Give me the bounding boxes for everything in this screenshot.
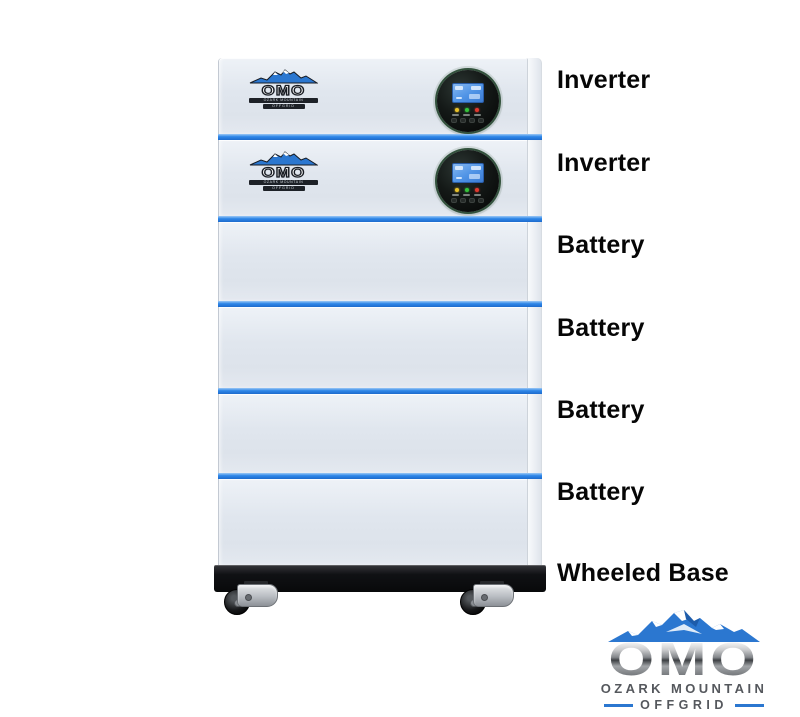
led-caption xyxy=(474,194,481,196)
battery-stack-unit: OMO OZARK MOUNTAIN OFFGRID xyxy=(218,58,542,565)
mountain-icon xyxy=(249,69,318,84)
battery-panel-2 xyxy=(219,307,527,388)
lcd-glyph xyxy=(456,97,462,99)
battery-panel-1 xyxy=(219,222,527,301)
label-battery-2: Battery xyxy=(557,314,645,342)
tagline-dash xyxy=(734,703,764,707)
inverter-display-panel xyxy=(437,70,499,132)
led-caption xyxy=(463,114,470,116)
blue-divider xyxy=(218,473,542,479)
caster-wheel xyxy=(460,581,518,627)
badge-tagline-2: OFFGRID xyxy=(262,104,305,109)
brand-name: OMO xyxy=(560,636,800,682)
label-battery-3: Battery xyxy=(557,396,645,424)
badge-brand-name: OMO xyxy=(261,82,306,98)
lcd-screen xyxy=(452,163,484,183)
omo-unit-badge: OMO OZARK MOUNTAIN OFFGRID xyxy=(249,151,318,192)
lcd-glyph xyxy=(456,177,462,179)
tagline-dash xyxy=(604,703,634,707)
unit-front-face: OMO OZARK MOUNTAIN OFFGRID xyxy=(218,58,528,565)
led-caption xyxy=(452,194,459,196)
mountain-icon xyxy=(586,610,782,644)
panel-button xyxy=(469,118,475,123)
yellow-led-icon xyxy=(455,188,459,192)
brand-tagline-1: OZARK MOUNTAIN xyxy=(600,681,768,696)
blue-divider xyxy=(218,134,542,140)
green-led-icon xyxy=(465,188,469,192)
unit-side-face xyxy=(528,58,542,565)
panel-button xyxy=(451,198,457,203)
brand-tagline-2: OFFGRID xyxy=(640,698,728,712)
red-led-icon xyxy=(475,188,479,192)
blue-divider xyxy=(218,216,542,222)
lcd-screen xyxy=(452,83,484,103)
panel-button xyxy=(469,198,475,203)
inverter-panel-1: OMO OZARK MOUNTAIN OFFGRID xyxy=(219,58,527,134)
lcd-glyph xyxy=(455,166,463,170)
red-led-icon xyxy=(475,108,479,112)
yellow-led-icon xyxy=(455,108,459,112)
battery-panel-3 xyxy=(219,394,527,473)
led-caption xyxy=(463,194,470,196)
omo-brand-logo: OMO OZARK MOUNTAIN OFFGRID xyxy=(586,610,782,712)
battery-panel-4 xyxy=(219,479,527,565)
label-battery-1: Battery xyxy=(557,231,645,259)
mountain-icon xyxy=(249,151,318,166)
lcd-glyph xyxy=(455,86,463,90)
lcd-glyph xyxy=(469,174,480,179)
blue-divider xyxy=(218,388,542,394)
badge-tagline-1: OZARK MOUNTAIN xyxy=(249,98,318,103)
led-caption xyxy=(452,114,459,116)
inverter-panel-2: OMO OZARK MOUNTAIN OFFGRID xyxy=(219,140,527,216)
blue-divider xyxy=(218,301,542,307)
badge-brand-name: OMO xyxy=(261,164,306,180)
label-inverter-1: Inverter xyxy=(557,66,651,94)
caster-bracket xyxy=(237,584,278,607)
panel-button xyxy=(460,118,466,123)
panel-button xyxy=(478,118,484,123)
panel-button xyxy=(460,198,466,203)
badge-tagline-1: OZARK MOUNTAIN xyxy=(249,180,318,185)
panel-button xyxy=(478,198,484,203)
caster-bracket xyxy=(473,584,514,607)
label-wheeled-base: Wheeled Base xyxy=(557,559,729,587)
caster-wheel xyxy=(224,581,282,627)
green-led-icon xyxy=(465,108,469,112)
lcd-glyph xyxy=(471,86,481,90)
label-battery-4: Battery xyxy=(557,478,645,506)
lcd-glyph xyxy=(469,94,480,99)
inverter-display-panel xyxy=(437,150,499,212)
label-inverter-2: Inverter xyxy=(557,149,651,177)
panel-button xyxy=(451,118,457,123)
omo-unit-badge: OMO OZARK MOUNTAIN OFFGRID xyxy=(249,69,318,110)
lcd-glyph xyxy=(471,166,481,170)
badge-tagline-2: OFFGRID xyxy=(262,186,305,191)
led-caption xyxy=(474,114,481,116)
